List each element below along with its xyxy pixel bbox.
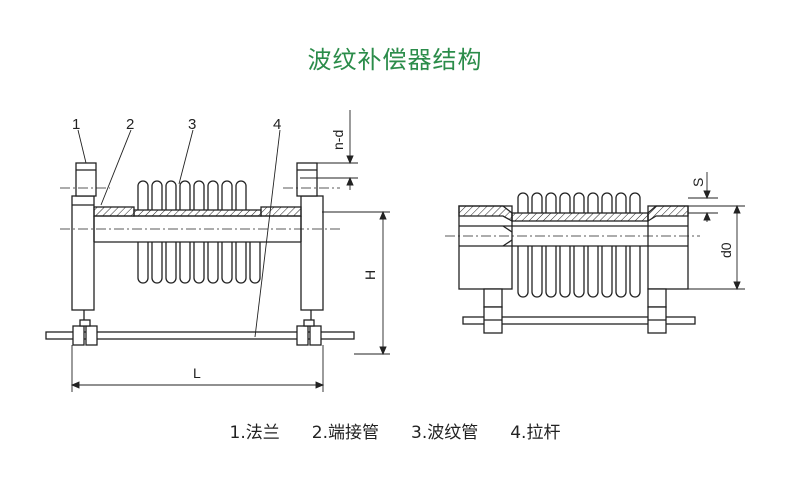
diagram-title: 波纹补偿器结构 [307,46,483,74]
inner-sleeve [133,209,262,217]
part-number-4: 4 [273,116,281,133]
part-number-2: 2 [126,116,134,133]
dimension-d0: d0 [718,242,734,258]
right-flange-top-bolt [296,162,318,197]
tie-rod-nut-left-b [85,325,98,346]
dimension-L: L [193,365,201,381]
left-view [45,162,355,346]
legend-item-end-pipe: 2.端接管 [311,423,379,443]
right-view-end-pipe-left [458,205,513,290]
tie-rod-nut-left-a [72,325,85,346]
tie-rod [45,331,355,340]
parts-legend: 1.法兰 2.端接管 3.波纹管 4.拉杆 [0,418,790,443]
legend-item-flange: 1.法兰 [229,423,280,443]
right-flange [300,195,324,311]
right-view-end-pipe-right [647,205,689,290]
left-flange-top-bolt [75,162,97,197]
dimension-S: S [690,178,706,187]
right-view-bellows-upper [517,192,641,213]
dimension-H: H [362,270,378,280]
right-view [458,192,696,334]
end-pipe-left [93,206,135,217]
bellows-upper [137,180,247,210]
tie-rod-nut-right-a [296,325,309,346]
part-number-1: 1 [72,116,80,133]
end-pipe-right [260,206,302,217]
right-view-bellows-lower [517,246,641,298]
right-view-tie-rod [462,316,696,325]
legend-item-bellows: 3.波纹管 [411,423,479,443]
legend-item-tie-rod: 4.拉杆 [510,423,561,443]
tie-rod-nut-right-b [309,325,322,346]
part-number-3: 3 [188,116,196,133]
dimension-n-d: n-d [330,130,346,150]
bellows-lower [137,242,261,284]
left-flange [71,195,95,311]
